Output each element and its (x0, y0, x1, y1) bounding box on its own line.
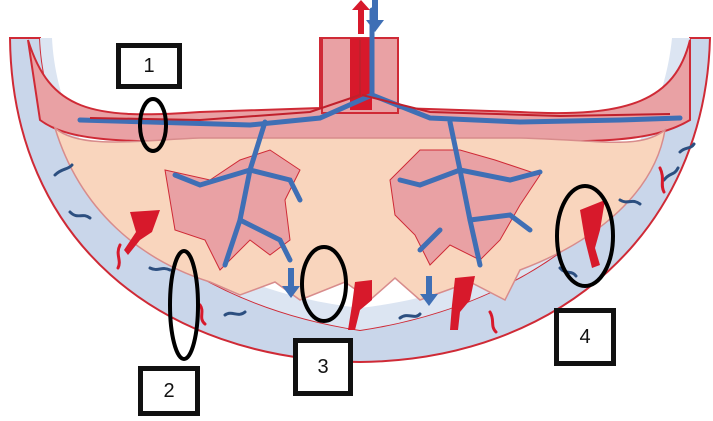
label-3: 3 (293, 338, 353, 396)
arrow-up-red (352, 0, 370, 34)
label-1: 1 (116, 43, 182, 89)
label-2: 2 (138, 366, 200, 416)
arrow-down-blue (366, 0, 384, 32)
label-4: 4 (554, 308, 616, 366)
